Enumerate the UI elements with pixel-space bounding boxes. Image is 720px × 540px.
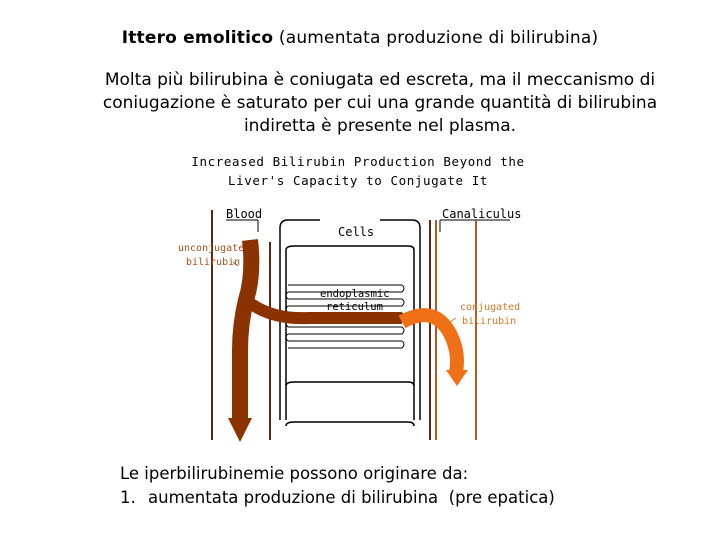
cells-label: Cells xyxy=(338,225,374,239)
conjugated-label-line1: conjugated xyxy=(460,302,520,313)
footer-item-note: (pre epatica) xyxy=(449,488,555,507)
title-bold: Ittero emolitico xyxy=(122,28,274,48)
slide-title: Ittero emolitico (aumentata produzione d… xyxy=(0,28,720,48)
diagram-heading-line2: Liver's Capacity to Conjugate It xyxy=(228,173,488,188)
conjugated-label-line2: bilirubin xyxy=(462,316,516,327)
cell-membrane-bottom xyxy=(286,422,414,426)
canaliculus-label: Canaliculus xyxy=(442,207,521,221)
unconjugated-label-line1: unconjugated xyxy=(178,243,250,254)
cell-membrane-mid xyxy=(286,382,414,386)
footer-text: Le iperbilirubinemie possono originare d… xyxy=(120,462,680,510)
diagram-heading-line1: Increased Bilirubin Production Beyond th… xyxy=(191,154,524,169)
title-rest: (aumentata produzione di bilirubina) xyxy=(279,28,598,48)
er-label-line1: endoplasmic xyxy=(320,288,390,300)
bilirubin-diagram: Increased Bilirubin Production Beyond th… xyxy=(170,150,530,445)
footer-item-number: 1. xyxy=(120,486,148,510)
cell-membrane-top xyxy=(286,246,414,250)
conjugated-pointer xyxy=(450,318,456,322)
unconjugated-label-line2: bilirubin xyxy=(186,257,240,268)
blood-label: Blood xyxy=(226,207,262,221)
footer-item-text: aumentata produzione di bilirubina xyxy=(148,488,438,507)
er-label-line2: reticulum xyxy=(326,301,383,313)
footer-list-item: 1.aumentata produzione di bilirubina (pr… xyxy=(120,486,680,510)
description-text: Molta più bilirubina è coniugata ed escr… xyxy=(90,69,670,138)
footer-intro: Le iperbilirubinemie possono originare d… xyxy=(120,462,680,486)
diagram-svg: Increased Bilirubin Production Beyond th… xyxy=(170,150,530,445)
